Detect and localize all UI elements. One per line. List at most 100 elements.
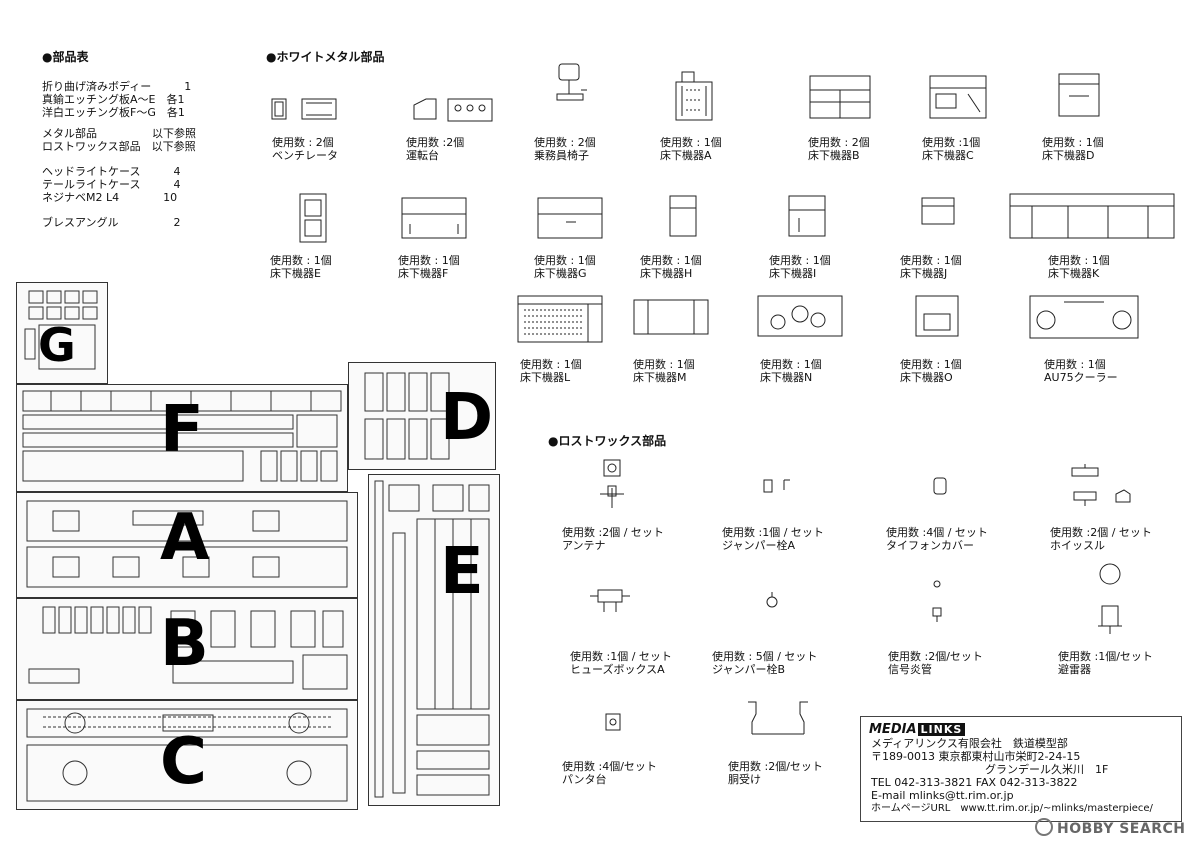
part-qty: 使用数 :2個/セット — [728, 760, 823, 773]
logo-text-links: LINKS — [917, 722, 966, 736]
part-qty: 使用数 : 5個 / セット — [712, 650, 818, 663]
sheet-b-pattern — [28, 606, 348, 690]
part-qty: 使用数 : 1個 — [769, 254, 831, 267]
part-underfloor-h: 使用数 : 1個床下機器H — [640, 254, 702, 280]
underfloor-c-drawing — [929, 75, 987, 119]
part-name: タイフォンカバー — [886, 539, 974, 552]
part-name: 床下機器E — [270, 267, 321, 280]
ventilator-drawing — [271, 98, 337, 120]
part-name: 床下機器O — [900, 371, 953, 384]
signal-flare-drawing — [932, 580, 942, 622]
part-qty: 使用数 : 1個 — [534, 254, 596, 267]
homepage-url: ホームページURL www.tt.rim.or.jp/~mlinks/maste… — [871, 803, 1153, 814]
crew-seat-drawing — [556, 63, 587, 101]
underfloor-b-drawing — [809, 75, 871, 119]
part-qty: 使用数 : 1個 — [633, 358, 695, 371]
part-qty: 使用数 : 1個 — [900, 254, 962, 267]
part-name: 床下機器C — [922, 149, 974, 162]
part-qty: 使用数 : 1個 — [398, 254, 460, 267]
part-name: パンタ台 — [562, 773, 607, 786]
part-name: 乗務員椅子 — [534, 149, 589, 162]
part-name: ヒューズボックスA — [570, 663, 665, 676]
contact-box: MEDIA LINKS メディアリンクス有限会社 鉄道模型部 〒189-0013… — [860, 716, 1182, 822]
underfloor-h-drawing — [669, 195, 697, 237]
part-name: ジャンパー栓A — [722, 539, 795, 552]
part-qty: 使用数 :4個/セット — [562, 760, 657, 773]
lightning-arrester-drawing — [1098, 563, 1122, 634]
fuse-box-a-drawing — [590, 589, 630, 612]
underfloor-j-drawing — [921, 197, 955, 225]
underfloor-d-drawing — [1058, 73, 1100, 117]
sheet-label-e: E — [440, 535, 484, 609]
etching-sheet-g — [16, 282, 108, 384]
lost-wax-title: ●ロストワックス部品 — [548, 434, 667, 448]
part-qty: 使用数 :1個 — [922, 136, 981, 149]
parts-list-line: 洋白エッチング板F～G 各1 — [42, 106, 185, 119]
underfloor-g-drawing — [537, 197, 603, 239]
part-underfloor-n: 使用数 : 1個床下機器N — [760, 358, 822, 384]
part-name: 床下機器N — [760, 371, 813, 384]
hobby-search-watermark: HOBBY SEARCH — [1035, 818, 1185, 837]
company-name: メディアリンクス有限会社 鉄道模型部 — [871, 737, 1068, 750]
part-name: 床下機器J — [900, 267, 948, 280]
part-qty: 使用数 : 1個 — [270, 254, 332, 267]
jumper-plug-a-drawing — [763, 479, 790, 493]
part-qty: 使用数 : 1個 — [660, 136, 722, 149]
sheet-label-c: C — [160, 725, 207, 799]
part-underfloor-e: 使用数 : 1個床下機器E — [270, 254, 332, 280]
part-name: 床下機器K — [1048, 267, 1100, 280]
whistle-drawing — [1071, 464, 1131, 506]
part-lightning-arrester: 使用数 :1個/セット避雷器 — [1058, 650, 1153, 676]
part-name: 床下機器D — [1042, 149, 1095, 162]
part-qty: 使用数 :2個 — [406, 136, 465, 149]
etching-sheet-e — [368, 474, 500, 806]
sheet-d-pattern — [364, 372, 450, 460]
part-antenna: 使用数 :2個 / セットアンテナ — [562, 526, 664, 552]
etching-sheet-c — [16, 700, 358, 810]
part-name: ホイッスル — [1050, 539, 1105, 552]
email: E-mail mlinks@tt.rim.or.jp — [871, 789, 1014, 802]
au75-cooler-drawing — [1029, 295, 1139, 339]
parts-list-line: ネジナベM2 L4 10 — [42, 191, 178, 204]
underfloor-l-drawing — [517, 295, 603, 343]
parts-list-line: ヘッドライトケース 4 — [42, 165, 181, 178]
white-metal-title: ●ホワイトメタル部品 — [266, 50, 385, 64]
part-name: 信号炎管 — [888, 663, 932, 676]
part-ventilator: 使用数 : 2個ベンチレータ — [272, 136, 338, 162]
part-underfloor-g: 使用数 : 1個床下機器G — [534, 254, 596, 280]
watermark-text: HOBBY SEARCH — [1057, 821, 1186, 837]
part-underfloor-l: 使用数 : 1個床下機器L — [520, 358, 582, 384]
part-qty: 使用数 : 1個 — [1048, 254, 1110, 267]
part-qty: 使用数 : 1個 — [900, 358, 962, 371]
sheet-label-b: B — [160, 607, 209, 681]
part-name: ジャンパー栓B — [712, 663, 785, 676]
part-name: 避雷器 — [1058, 663, 1091, 676]
part-underfloor-a: 使用数 : 1個床下機器A — [660, 136, 722, 162]
part-name: 床下機器L — [520, 371, 571, 384]
part-qty: 使用数 :2個/セット — [888, 650, 983, 663]
part-underfloor-k: 使用数 : 1個床下機器K — [1048, 254, 1110, 280]
part-qty: 使用数 :1個 / セット — [722, 526, 824, 539]
part-name: アンテナ — [562, 539, 606, 552]
part-name: 床下機器I — [769, 267, 817, 280]
etching-sheet-a — [16, 492, 358, 598]
etching-sheet-d — [348, 362, 496, 470]
sheet-c-pattern — [26, 708, 348, 802]
part-name: 床下機器B — [808, 149, 860, 162]
part-name: 床下機器M — [633, 371, 687, 384]
pantograph-base-drawing — [605, 713, 621, 731]
underfloor-o-drawing — [915, 295, 959, 337]
part-name: 運転台 — [406, 149, 439, 162]
etching-sheet-f — [16, 384, 348, 492]
part-qty: 使用数 : 2個 — [808, 136, 870, 149]
part-driver-console: 使用数 :2個運転台 — [406, 136, 464, 162]
part-underfloor-j: 使用数 : 1個床下機器J — [900, 254, 962, 280]
part-qty: 使用数 :1個/セット — [1058, 650, 1153, 663]
part-qty: 使用数 : 1個 — [1044, 358, 1106, 371]
part-qty: 使用数 :2個 / セット — [1050, 526, 1152, 539]
parts-list-line: 折り曲げ済みボディー 1 — [42, 80, 192, 93]
part-crew-seat: 使用数 : 2個乗務員椅子 — [534, 136, 596, 162]
logo-text-media: MEDIA — [869, 721, 917, 737]
part-qty: 使用数 : 2個 — [272, 136, 334, 149]
